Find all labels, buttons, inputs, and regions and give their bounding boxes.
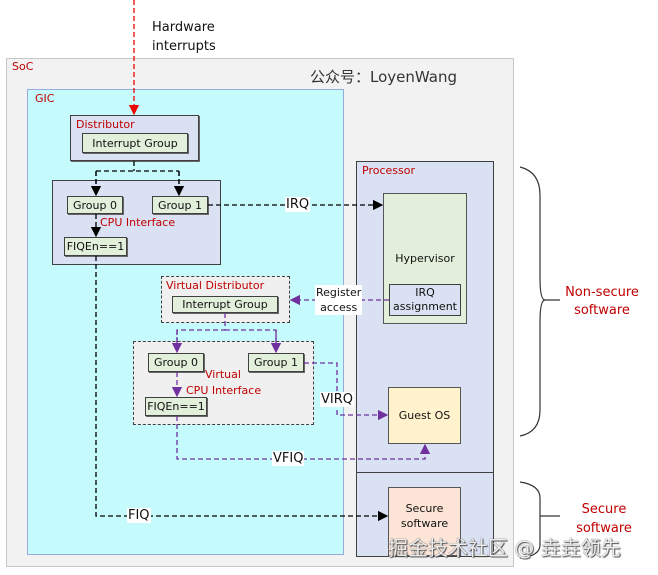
wechat-watermark: 公众号：LoyenWang bbox=[310, 68, 457, 86]
virtual-group0: Group 0 bbox=[148, 353, 204, 372]
access-line: access bbox=[320, 301, 358, 314]
group0: Group 0 bbox=[67, 196, 123, 214]
distributor-to-groups bbox=[95, 161, 180, 195]
irq-assignment-box: IRQ assignment bbox=[389, 284, 461, 316]
virtual-cpu-interface-label: CPU Interface bbox=[186, 384, 262, 397]
virtual-distributor-label: Virtual Distributor bbox=[166, 279, 265, 292]
virtual-label: Virtual bbox=[205, 368, 241, 381]
secure-software-label: Secure software bbox=[564, 500, 644, 538]
non-secure-line2: software bbox=[574, 303, 630, 318]
virtual-fiqen: FIQEn==1 bbox=[145, 397, 207, 416]
juejin-watermark: 掘金技术社区 @ 垚垚领先 bbox=[388, 536, 621, 560]
secure-brace bbox=[519, 481, 560, 559]
secure-line1: Secure bbox=[581, 502, 627, 517]
virq-label: VIRQ bbox=[320, 392, 354, 407]
irq-label: IRQ bbox=[285, 197, 311, 212]
virtual-group1: Group 1 bbox=[248, 353, 304, 372]
processor-label: Processor bbox=[362, 164, 415, 177]
distributor-label: Distributor bbox=[76, 118, 135, 131]
vfiq-arrow bbox=[176, 416, 431, 460]
fiq-label: FIQ bbox=[127, 508, 151, 523]
virq-arrow bbox=[304, 362, 389, 421]
irq-assignment-line1: IRQ bbox=[415, 286, 435, 299]
virtual-interrupt-group: Interrupt Group bbox=[172, 296, 278, 313]
secure-software-line1: Secure bbox=[405, 502, 444, 515]
hypervisor-label: Hypervisor bbox=[395, 252, 455, 265]
non-secure-brace bbox=[519, 166, 560, 437]
vfiq-label: VFIQ bbox=[272, 451, 305, 466]
register-access-label: Register access bbox=[315, 285, 363, 315]
hardware-line1: Hardware bbox=[152, 20, 215, 35]
interrupt-group: Interrupt Group bbox=[82, 133, 188, 153]
secure-software-line2: software bbox=[400, 517, 449, 530]
cpu-interface-label: CPU Interface bbox=[100, 216, 176, 229]
gic-label: GIC bbox=[35, 92, 55, 105]
soc-label: SoC bbox=[12, 60, 34, 73]
secure-line2: software bbox=[576, 521, 632, 536]
guest-os-label: Guest OS bbox=[398, 409, 451, 422]
non-secure-software-label: Non-secure software bbox=[562, 284, 642, 320]
irq-assignment-line2: assignment bbox=[393, 300, 457, 313]
hardware-interrupts-label: Hardware interrupts bbox=[152, 18, 216, 56]
group1: Group 1 bbox=[152, 196, 208, 214]
non-secure-line1: Non-secure bbox=[565, 285, 639, 300]
secure-software-box: Secure software bbox=[388, 487, 461, 556]
register-line: Register bbox=[316, 286, 362, 299]
guest-os-box: Guest OS bbox=[388, 387, 461, 444]
hardware-line2: interrupts bbox=[152, 39, 216, 54]
fiqen: FIQEn==1 bbox=[64, 237, 127, 256]
fiq-arrow bbox=[95, 256, 389, 522]
